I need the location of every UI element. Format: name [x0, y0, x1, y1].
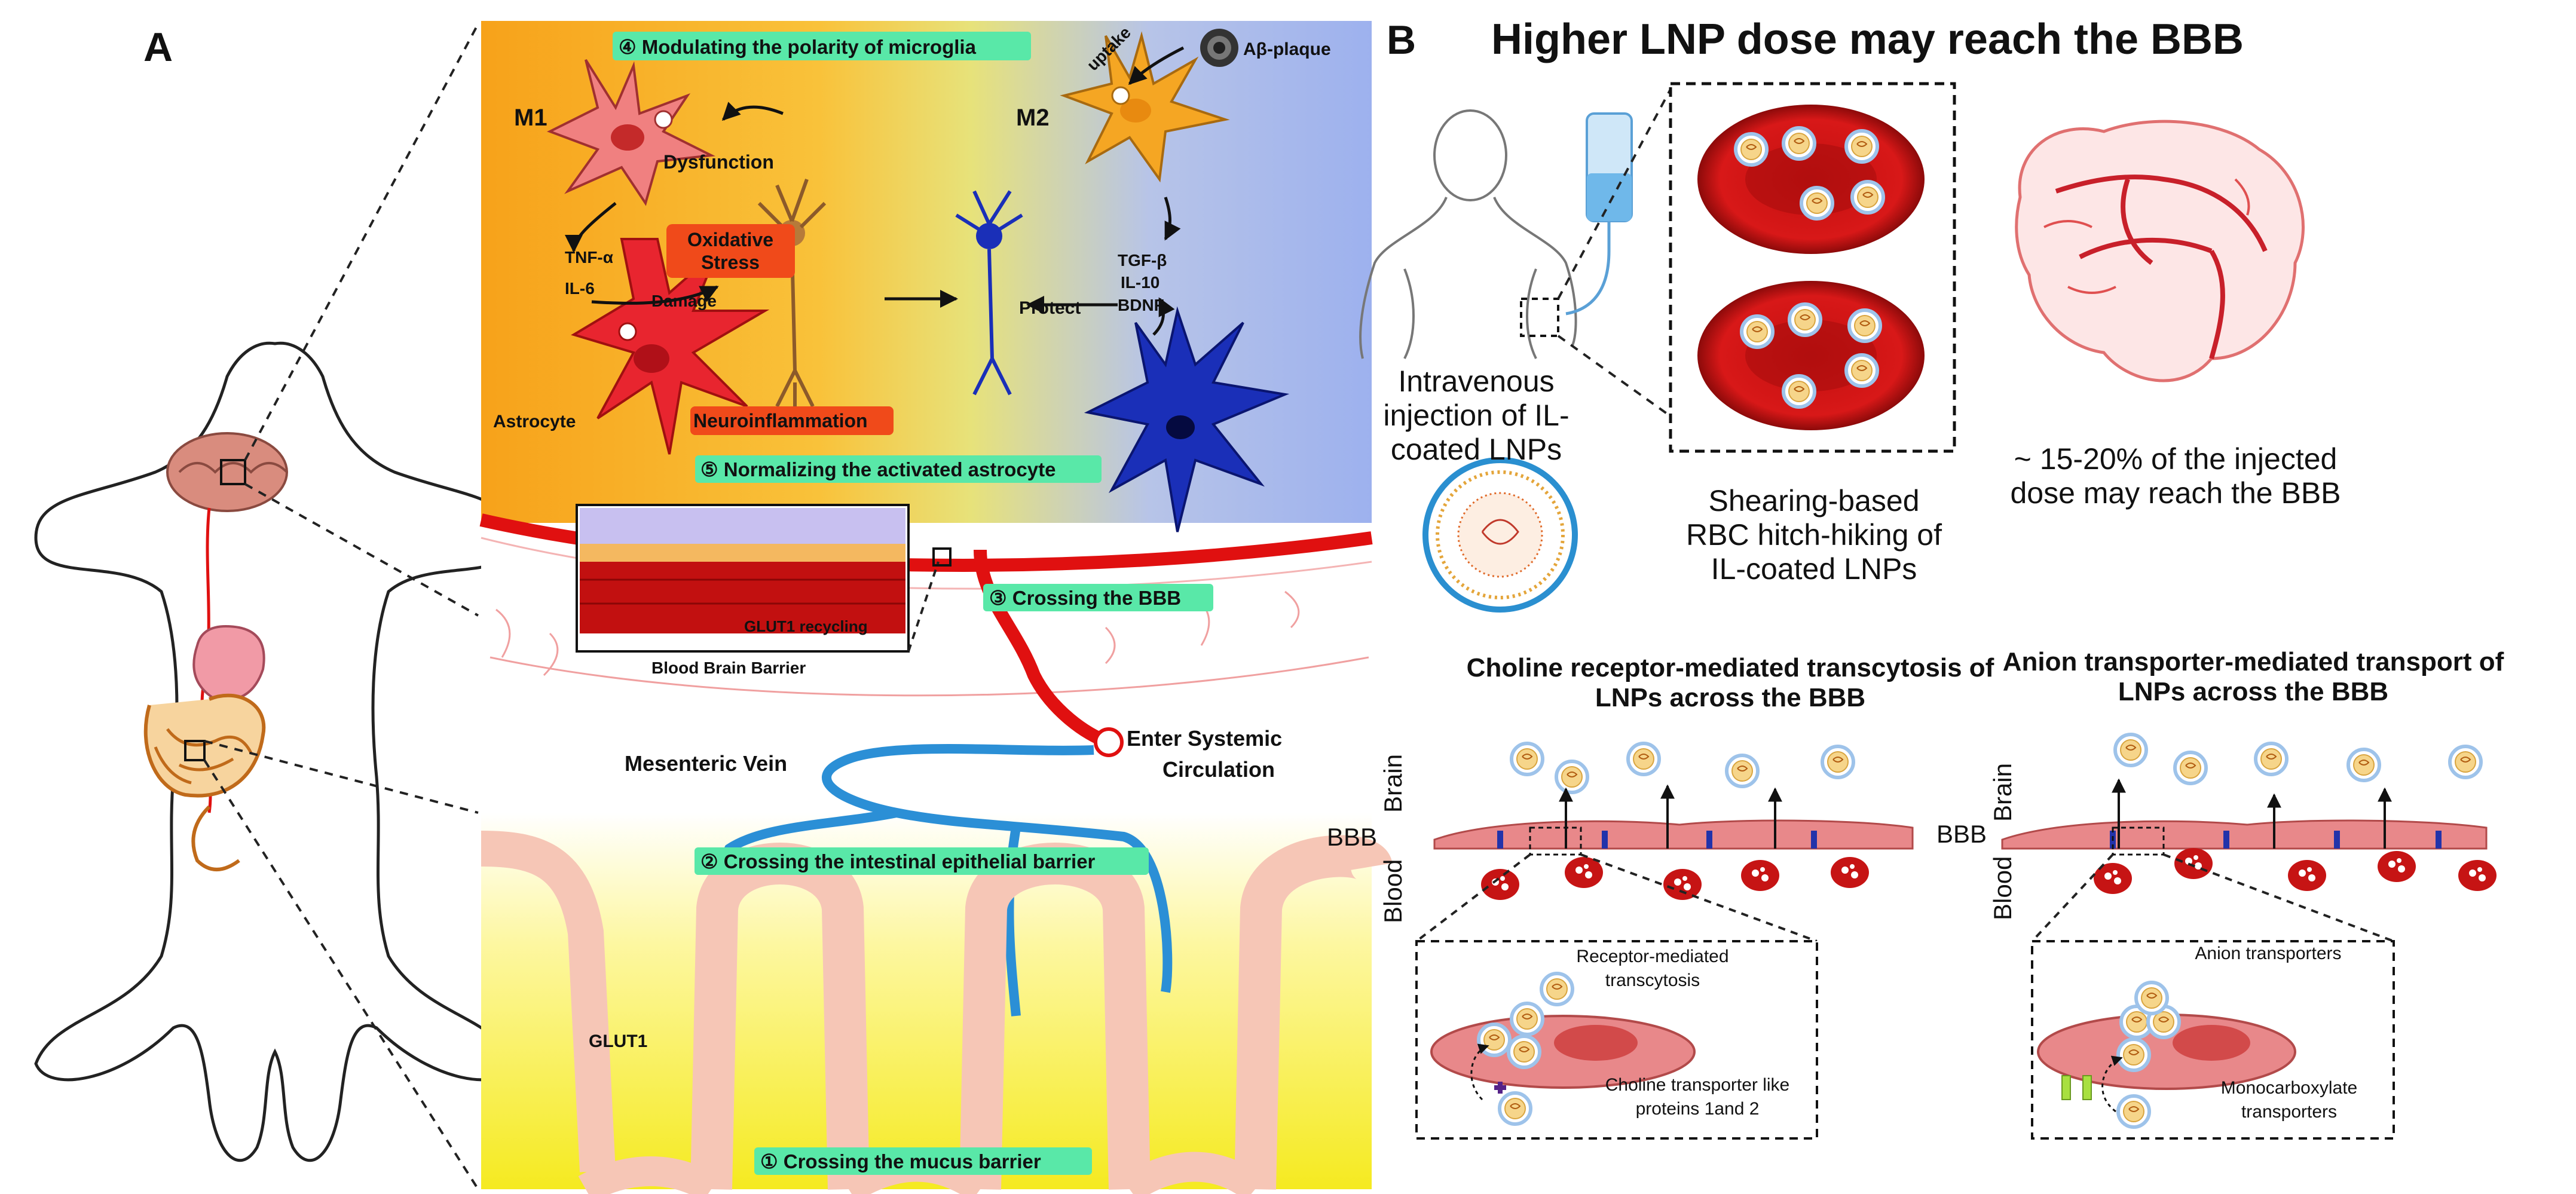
anion-bbb-layer [2001, 734, 2497, 894]
bdnf-label: BDNF [1118, 296, 1164, 314]
iv-bag [1565, 112, 1633, 316]
choline-title-2: LNPs across the BBB [1595, 683, 1865, 712]
blue-astrocyte [1084, 306, 1290, 532]
bbb-inset-label: Blood Brain Barrier [651, 659, 806, 677]
step4-label: ④ Modulating the polarity of microglia [619, 36, 977, 58]
glut1-recycling-label: GLUT1 recycling [744, 617, 868, 635]
step5-label: ⑤ Normalizing the activated astrocyte [700, 458, 1056, 480]
choline-bbb-label: BBB [1327, 823, 1377, 851]
tgf-label: TGF-β [1118, 251, 1167, 270]
choline-brain-label: Brain [1379, 754, 1407, 813]
mct-label-1: Monocarboxylate [2221, 1078, 2357, 1098]
choline-blood-label: Blood [1379, 859, 1407, 923]
tnf-label: TNF-α [565, 248, 613, 267]
abeta-plaque [1200, 29, 1238, 67]
step2-label: ② Crossing the intestinal epithelial bar… [700, 850, 1096, 872]
choline-detail-cell [1430, 973, 1696, 1124]
m2-microglia [1060, 31, 1230, 183]
astrocyte-label: Astrocyte [493, 412, 576, 431]
protect-label: Protect [1019, 298, 1081, 318]
il10-label: IL-10 [1121, 273, 1159, 292]
green-step-labels [613, 32, 1213, 1175]
mesenteric-label: Mesenteric Vein [625, 751, 787, 776]
mouse-illustration [34, 341, 516, 1162]
scene-arrows [565, 46, 1185, 336]
iv-label-1: Intravenous [1398, 365, 1554, 398]
brain-scene-bg [481, 21, 1372, 523]
dysfunction-label: Dysfunction [663, 151, 774, 173]
anion-blood-label: Blood [1988, 856, 2017, 920]
mouse-brain [166, 432, 288, 512]
m1-microglia [547, 59, 715, 206]
glut1-label: GLUT1 [589, 1031, 647, 1051]
anion-title-1: Anion transporter-mediated transport of [2003, 647, 2504, 676]
shear-label-1: Shearing-based [1708, 484, 1919, 518]
injection-zoom-box [1520, 298, 1559, 337]
panel-a-letter: A [143, 25, 173, 70]
rbc-hitchhiking [1697, 105, 1925, 430]
intestine-zoom-box [184, 740, 206, 761]
panel-b-title: Higher LNP dose may reach the BBB [1491, 16, 2244, 63]
neuroinflammation-label: Neuroinflammation [693, 410, 868, 431]
ctl-label-2: proteins 1and 2 [1636, 1099, 1760, 1119]
red-labels [666, 224, 894, 435]
dose-label-2: dose may reach the BBB [2010, 476, 2341, 510]
bbb-lower-arc [489, 656, 1369, 697]
shear-label-2: RBC hitch-hiking of [1686, 518, 1942, 552]
damage-label: Damage [651, 292, 717, 310]
anion-brain-label: Brain [1988, 763, 2017, 822]
panel-b-letter: B [1387, 17, 1416, 63]
brain-vasculature [2015, 120, 2305, 382]
anion-bbb-label: BBB [1936, 820, 1987, 848]
rmt-label-2: transcytosis [1605, 970, 1700, 990]
oxidative-label-2: Stress [701, 252, 760, 273]
step3-label: ③ Crossing the BBB [989, 587, 1181, 609]
abeta-label: Aβ-plaque [1243, 39, 1331, 59]
anion-title-2: LNPs across the BBB [2118, 677, 2388, 706]
choline-title-1: Choline receptor-mediated transcytosis o… [1467, 653, 1994, 682]
anion-transporters-label: Anion transporters [2195, 944, 2341, 963]
ctl-label-1: Choline transporter like [1605, 1075, 1789, 1095]
gut-scene-bg [481, 813, 1372, 1189]
bbb-inset [576, 504, 952, 653]
m2-label: M2 [1016, 105, 1050, 131]
il6-label: IL-6 [565, 279, 595, 298]
choline-bbb-layer [1433, 743, 1914, 900]
oxidative-label-1: Oxidative [687, 229, 773, 250]
big-lnp [1422, 457, 1578, 613]
mct-label-2: transporters [2241, 1102, 2337, 1122]
m1-label: M1 [514, 105, 547, 131]
shear-label-3: IL-coated LNPs [1711, 552, 1917, 586]
iv-label-2: injection of IL- [1383, 399, 1569, 432]
healthy-neuron [955, 190, 1023, 396]
enter-systemic-label-1: Enter Systemic [1127, 726, 1282, 751]
enter-systemic-label-2: Circulation [1162, 757, 1275, 782]
rmt-label-1: Receptor-mediated [1576, 947, 1728, 966]
human-figure [1359, 109, 1577, 359]
dose-label-1: ~ 15-20% of the injected [2014, 442, 2338, 476]
anion-detail-cell [2037, 982, 2296, 1127]
brain-zoom-box [220, 459, 246, 485]
zoom-lines [203, 23, 479, 1190]
step1-label: ① Crossing the mucus barrier [760, 1150, 1041, 1172]
iv-label-3: coated LNPs [1391, 433, 1562, 466]
